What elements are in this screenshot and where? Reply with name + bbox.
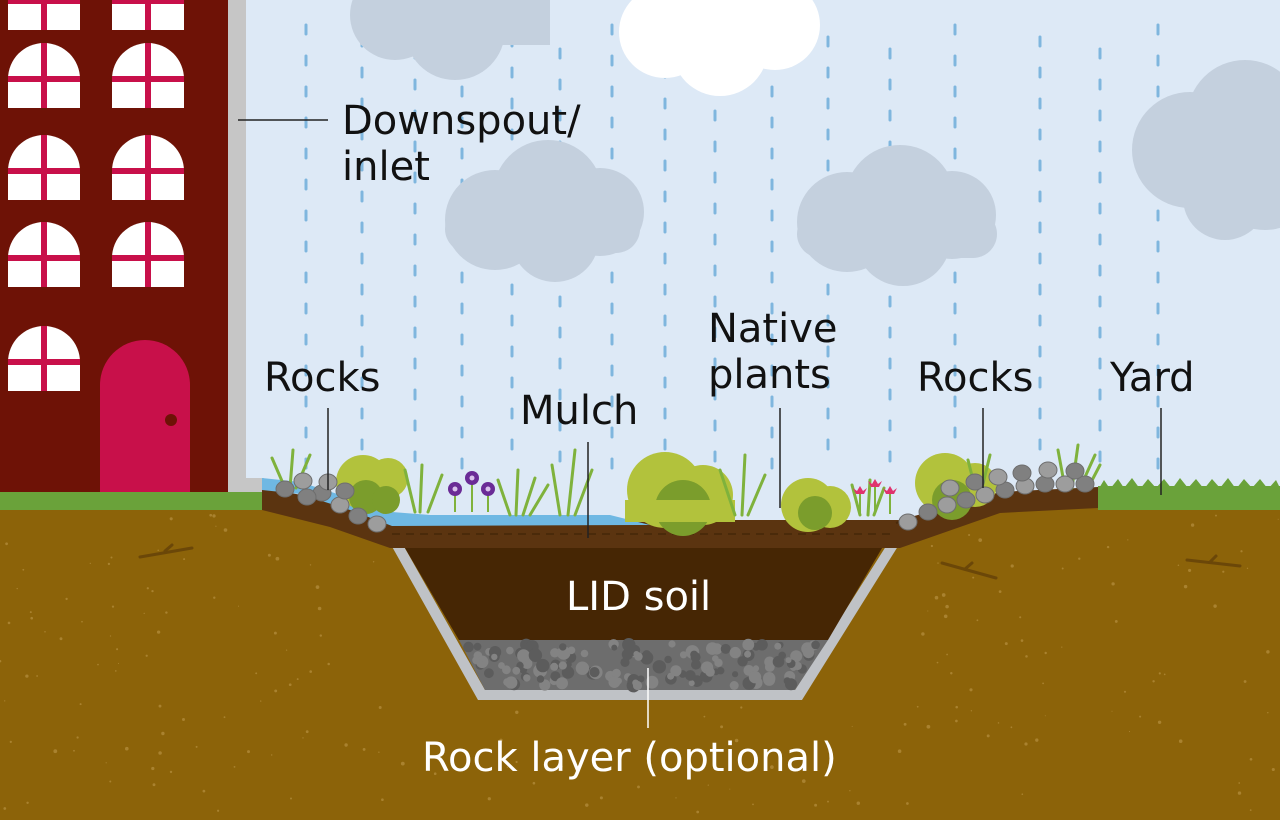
rock [348, 507, 368, 525]
label-rocks-right: Rocks [917, 355, 1034, 401]
rock [1012, 464, 1032, 482]
rock [367, 515, 387, 533]
rock [1055, 475, 1075, 493]
lid-soil-layer [402, 543, 885, 640]
cloud-right-center [797, 145, 997, 286]
rock-layer-pebbles [463, 638, 820, 693]
window [112, 222, 184, 287]
label-downspout-line2: inlet [342, 144, 430, 190]
yard-grass-tufts [1098, 478, 1280, 492]
rock [297, 488, 317, 506]
label-yard: Yard [1110, 355, 1195, 401]
rock [940, 479, 960, 497]
rock [293, 472, 313, 490]
downspout [228, 0, 246, 490]
label-rocks-left: Rocks [264, 355, 381, 401]
purple-flowers [448, 471, 495, 512]
shrub-left [336, 455, 408, 514]
window [8, 222, 80, 287]
mulch-surface [262, 487, 1098, 548]
rock [898, 513, 918, 531]
plants-and-grasses [270, 443, 1102, 536]
rock [937, 496, 957, 514]
shrub-center [625, 452, 735, 536]
grass-strip-left [0, 492, 262, 512]
label-native-line2: plants [708, 352, 831, 398]
cloud-center [445, 140, 644, 282]
window [112, 135, 184, 200]
window [8, 43, 80, 108]
building [0, 0, 228, 493]
building-windows [8, 0, 184, 391]
soil-speckles [0, 513, 1279, 814]
red-flowers [853, 479, 897, 514]
door [100, 340, 190, 493]
rock [335, 482, 355, 500]
shrub-native [781, 478, 851, 532]
window [8, 0, 80, 30]
rock [1035, 475, 1055, 493]
label-leaders [238, 119, 1162, 538]
rock [1075, 475, 1095, 493]
label-downspout: Downspout/ inlet [342, 98, 581, 190]
downspout-outlet [228, 478, 264, 492]
cloud-top-white [619, 0, 820, 96]
twigs [138, 543, 1242, 580]
rock [988, 468, 1008, 486]
rock [1065, 462, 1085, 480]
rock [1038, 461, 1058, 479]
rock [275, 480, 295, 498]
rock [918, 503, 938, 521]
cloud-far-right [1132, 60, 1280, 240]
grass-clumps [270, 443, 1102, 517]
label-mulch: Mulch [520, 388, 639, 434]
window [8, 135, 80, 200]
label-downspout-line1: Downspout/ [342, 98, 581, 144]
window [112, 43, 184, 108]
label-native-line1: Native [708, 306, 838, 352]
rock [975, 486, 995, 504]
label-rock-layer: Rock layer (optional) [422, 735, 837, 781]
window [112, 0, 184, 30]
rock [965, 473, 985, 491]
cloud-top-left [350, 0, 550, 80]
door-knob [165, 414, 177, 426]
label-lid-soil: LID soil [566, 574, 712, 620]
label-native-plants: Native plants [708, 306, 838, 398]
window [8, 326, 80, 391]
rock [956, 491, 976, 509]
